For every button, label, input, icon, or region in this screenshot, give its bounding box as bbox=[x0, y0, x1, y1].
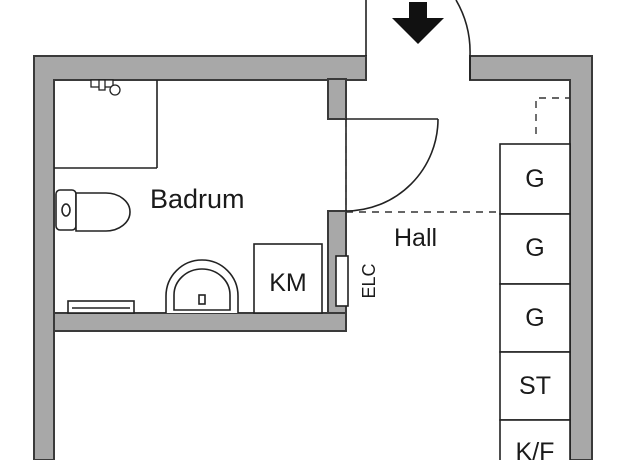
wardrobes bbox=[499, 143, 571, 460]
radiator-icon bbox=[67, 300, 135, 314]
bathroom-door bbox=[345, 118, 439, 212]
sink-icon bbox=[165, 259, 239, 313]
wardrobe-label: G bbox=[525, 234, 544, 262]
entrance-door bbox=[365, 0, 471, 80]
electrical-cabinet bbox=[335, 255, 349, 307]
wardrobe-2 bbox=[499, 213, 571, 285]
wardrobe-5 bbox=[499, 419, 571, 460]
electrical-cabinet-label: ELC bbox=[359, 263, 379, 298]
room-label-bathroom: Badrum bbox=[150, 184, 245, 214]
wardrobe-label: ST bbox=[519, 372, 551, 400]
wardrobe-1 bbox=[499, 143, 571, 215]
wardrobe-label: G bbox=[525, 304, 544, 332]
shower-mixer-icon bbox=[90, 79, 121, 96]
washing-machine-label: KM bbox=[269, 269, 307, 297]
entrance-arrow-icon bbox=[392, 2, 444, 44]
wardrobe-3 bbox=[499, 283, 571, 353]
wardrobe-label: G bbox=[525, 165, 544, 193]
toilet-icon bbox=[55, 189, 131, 232]
wall-bathroom-bottom bbox=[53, 312, 347, 332]
wardrobe-4 bbox=[499, 351, 571, 421]
dashed-lines bbox=[345, 97, 570, 213]
wardrobe-label: K/F bbox=[516, 438, 555, 460]
wall-partition-upper bbox=[327, 78, 347, 120]
room-label-hall: Hall bbox=[394, 224, 437, 252]
shower bbox=[54, 80, 158, 169]
washing-machine bbox=[253, 243, 323, 314]
